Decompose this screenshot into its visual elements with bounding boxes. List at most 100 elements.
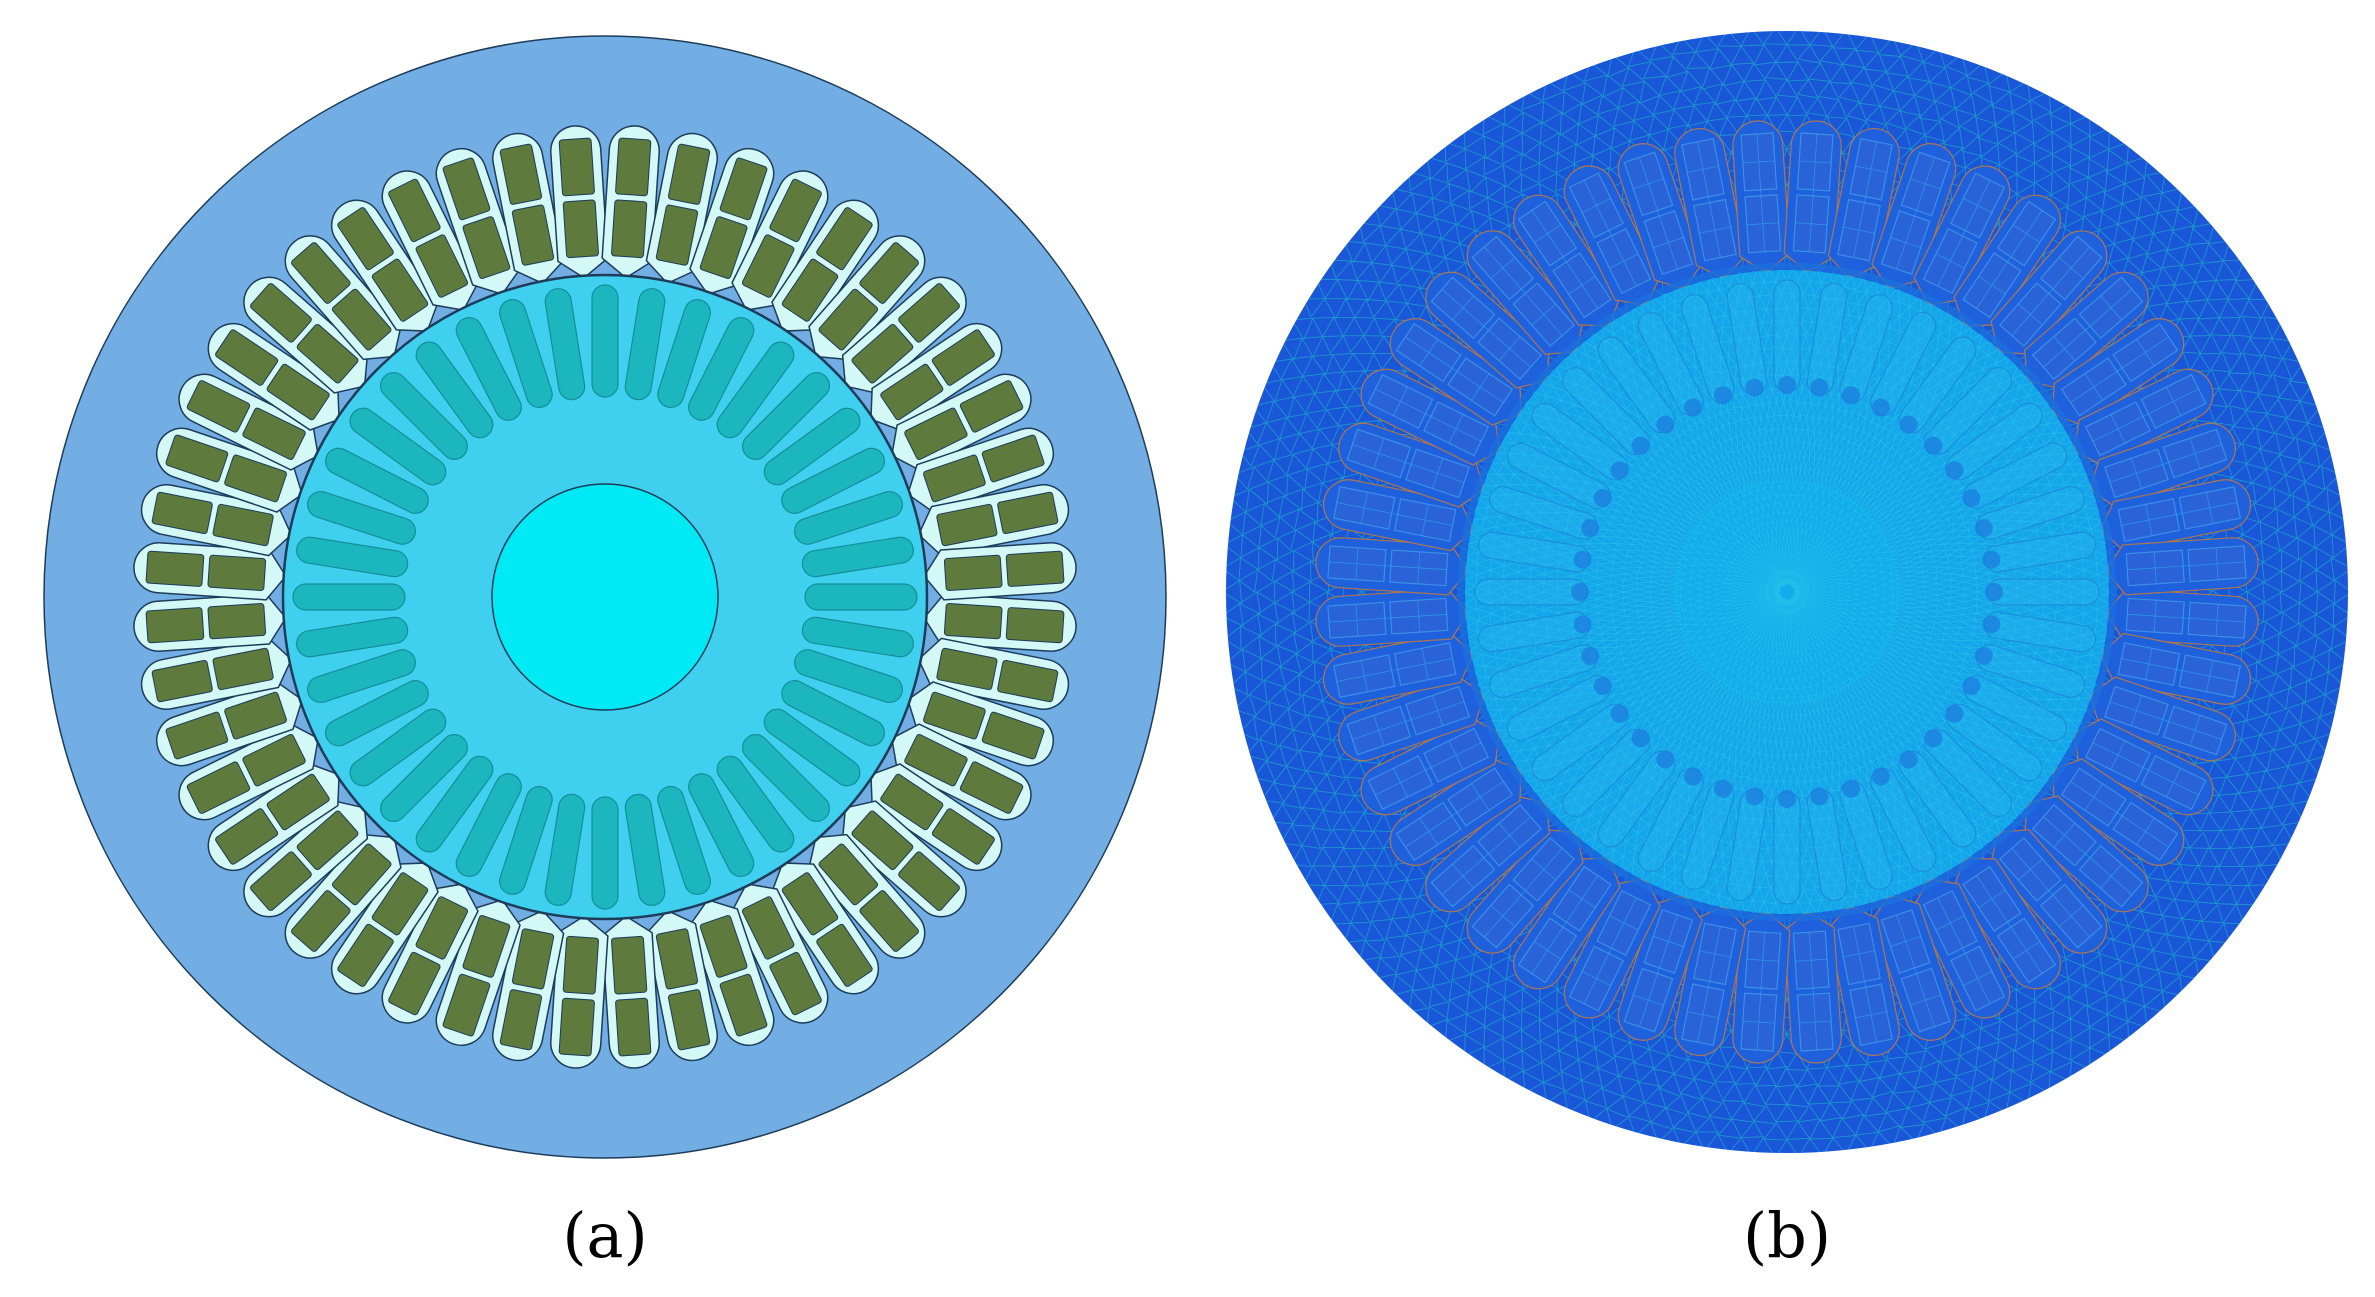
rotor-bar xyxy=(624,793,666,906)
stator-slot-mesh xyxy=(1425,271,1550,389)
rotor-bar-mesh xyxy=(1637,311,1704,417)
coil-side-inner xyxy=(562,935,599,995)
stator-slot xyxy=(731,170,829,311)
stator-slot-mesh xyxy=(1425,795,1550,913)
coil-side-inner xyxy=(207,554,267,591)
coil-side-inner xyxy=(462,216,511,279)
coil-side-outer xyxy=(558,997,595,1057)
stator-slot xyxy=(891,373,1032,471)
stator-slot xyxy=(207,763,340,872)
coil-side-outer xyxy=(1005,550,1065,587)
stator-slot xyxy=(435,900,521,1046)
coil-side-outer xyxy=(215,808,279,865)
rotor-bars-mesh xyxy=(1474,279,2100,905)
coil-side-outer xyxy=(250,283,312,343)
rotor-bar xyxy=(763,407,861,486)
stator-slot xyxy=(908,681,1054,767)
stator-slot-mesh xyxy=(2101,479,2251,552)
coil-side-outer xyxy=(215,329,279,386)
coil-side-outer xyxy=(186,380,251,433)
coil-side-outer xyxy=(981,711,1045,760)
coil-side-outer xyxy=(499,143,543,205)
coil-side-outer xyxy=(145,550,205,587)
coil-side-inner xyxy=(462,915,511,978)
coil-side-outer xyxy=(186,761,251,814)
stator-slot-mesh xyxy=(2073,718,2214,816)
rotor-bar-mesh xyxy=(1924,729,2012,817)
rotor-bar-mesh xyxy=(1839,779,1893,890)
coil-side-inner xyxy=(224,691,287,740)
coil-side-outer xyxy=(931,808,995,865)
stator-slot xyxy=(925,593,1077,652)
rotor-bar-mesh xyxy=(1974,644,2085,698)
rotor-bar-mesh xyxy=(1773,790,1801,905)
coil-side-outer xyxy=(769,951,822,1016)
coil-side-inner xyxy=(781,258,839,322)
rotor-bar xyxy=(324,680,429,747)
coil-side-outer xyxy=(667,143,711,205)
rotor-bar xyxy=(296,616,409,658)
stator-slot xyxy=(492,132,565,283)
coil-side-inner xyxy=(242,733,306,787)
stator-slot xyxy=(645,911,718,1062)
coil-side-outer xyxy=(615,997,652,1057)
stator-slot-mesh xyxy=(1617,143,1703,289)
coil-side-outer xyxy=(615,137,652,197)
stator-slot-mesh xyxy=(1871,143,1957,289)
stator-slot xyxy=(908,427,1054,513)
rotor-bar-mesh xyxy=(1924,367,2012,455)
coil-side-inner xyxy=(224,454,287,503)
rotor-bar-mesh xyxy=(1489,644,1600,698)
coil-side-outer xyxy=(442,973,491,1037)
coil-side-outer xyxy=(769,178,822,243)
stator-slot-mesh xyxy=(1871,895,1957,1041)
stator-slot xyxy=(601,125,660,277)
rotor-bar-mesh xyxy=(1839,294,1893,405)
coil-side-inner xyxy=(511,204,555,266)
stator-slot-mesh xyxy=(1674,128,1747,278)
coil-side-outer xyxy=(997,491,1059,535)
stator-slot xyxy=(841,276,967,394)
rotor-bar-mesh xyxy=(1870,767,1937,873)
rotor-bar-mesh xyxy=(1506,675,1612,742)
stator-slot-mesh xyxy=(1513,857,1621,990)
stator-slot-mesh xyxy=(1827,906,1900,1056)
coil-side-inner xyxy=(936,503,998,547)
motor-mesh-panel: (b) xyxy=(1226,31,2348,1272)
rotor-bar xyxy=(307,491,416,545)
coil-side-inner xyxy=(880,773,944,831)
stator-slot xyxy=(330,199,439,332)
coil-side-inner xyxy=(943,603,1003,640)
rotor-bar xyxy=(455,773,522,878)
stator-slot-mesh xyxy=(1513,194,1621,327)
rotor-bar-mesh xyxy=(1474,578,1589,606)
stator-slot-mesh xyxy=(2024,795,2149,913)
coil-side-inner xyxy=(415,234,469,298)
rotor-bar-mesh xyxy=(1726,787,1768,901)
rotor-bar xyxy=(591,284,619,398)
rotor-bar-mesh xyxy=(1870,311,1937,417)
coil-side-outer xyxy=(388,178,441,243)
stator-slot xyxy=(284,235,402,361)
rotor-bar-mesh xyxy=(1478,531,1592,573)
stator-slot xyxy=(435,148,521,294)
coil-side-inner xyxy=(611,199,648,259)
coil-side-inner xyxy=(611,935,648,995)
rotor-bar-mesh xyxy=(1773,279,1801,394)
coil-side-inner xyxy=(212,503,274,547)
coil-side-outer xyxy=(1005,607,1065,644)
coil-side-outer xyxy=(859,242,919,304)
coil-side-inner xyxy=(904,733,968,787)
coil-side-inner xyxy=(266,363,330,421)
coil-side-inner xyxy=(880,363,944,421)
panel-a-caption: (a) xyxy=(562,1199,647,1272)
rotor-bar-mesh xyxy=(1597,336,1676,434)
rotor-bar-mesh xyxy=(1681,294,1735,405)
coil-side-inner xyxy=(371,258,429,322)
coil-side-outer xyxy=(667,989,711,1051)
motor-geometry-panel: (a) xyxy=(43,35,1167,1272)
rotor-bar xyxy=(380,734,468,822)
rotor-bar xyxy=(716,755,795,853)
stator-slot xyxy=(841,800,967,918)
rotor-bar xyxy=(624,288,666,401)
